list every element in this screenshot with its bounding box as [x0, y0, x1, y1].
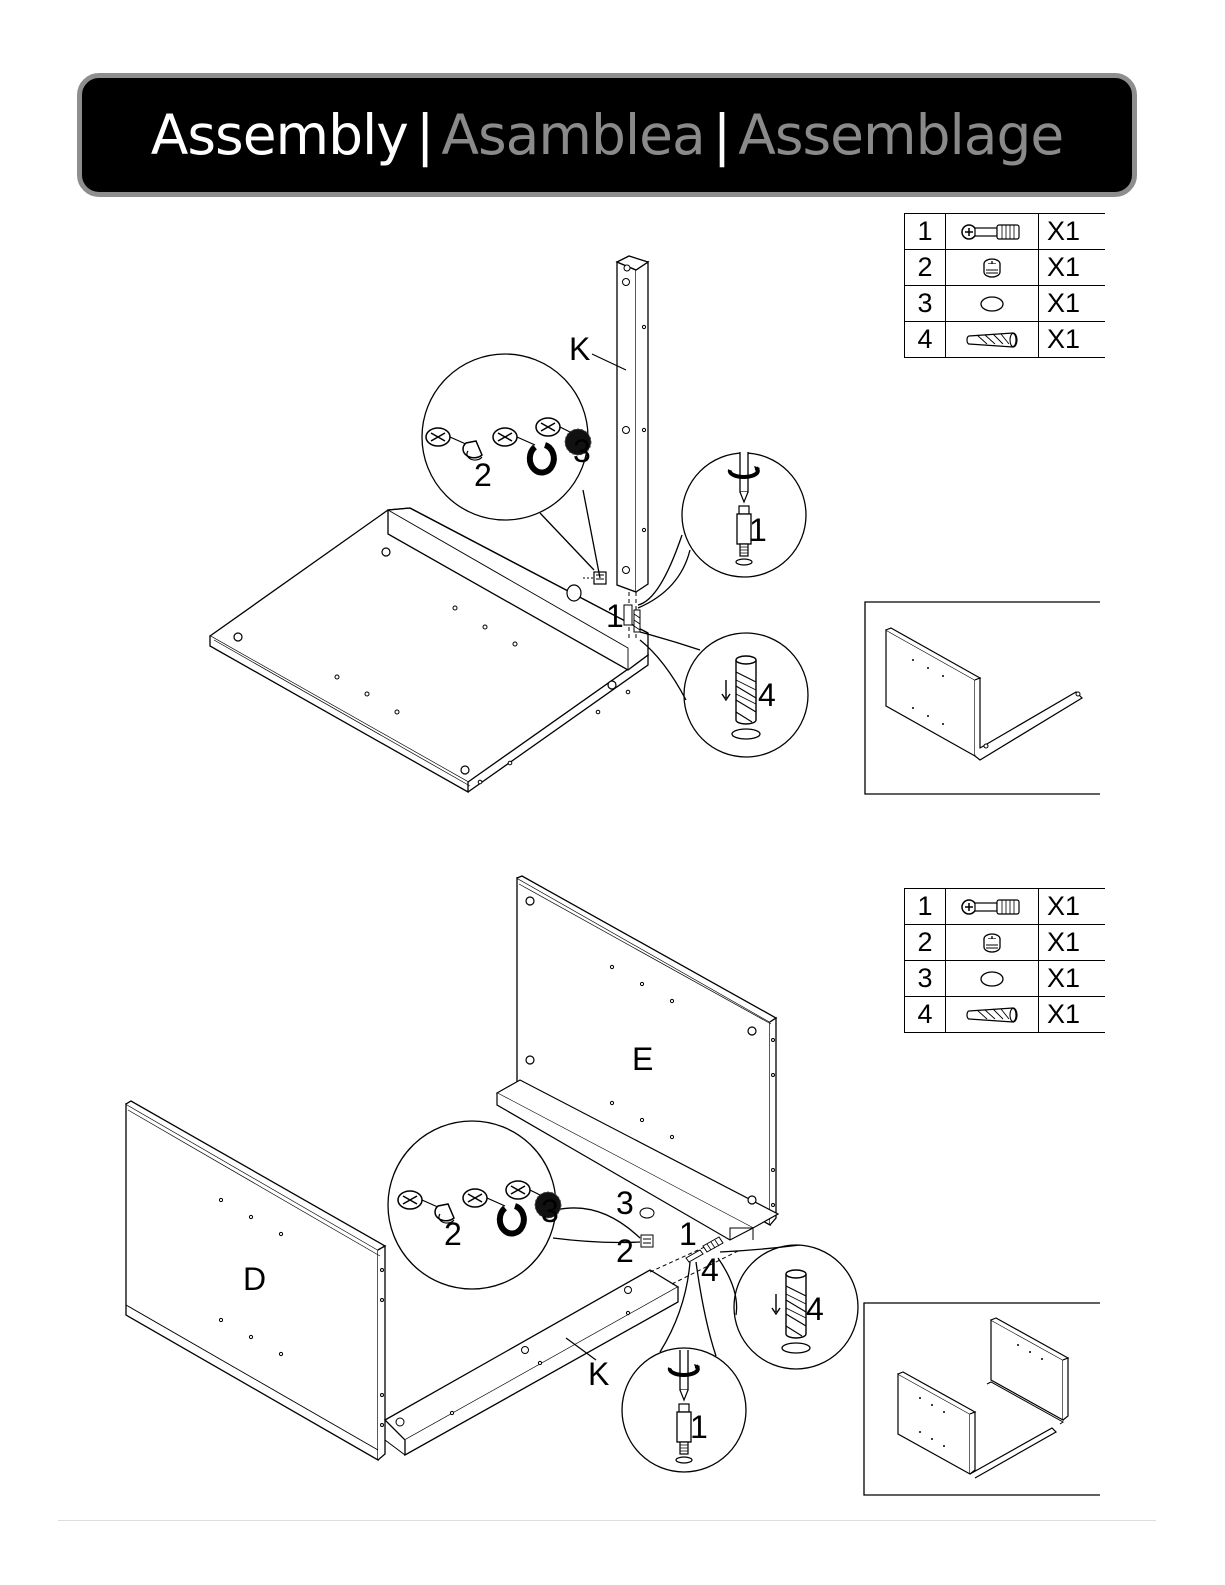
zoom-dowel: 4: [718, 1245, 858, 1369]
label-part-3: 3: [616, 1185, 634, 1221]
label-zoom-cam-3: 3: [573, 433, 591, 469]
bottom-panel: [210, 508, 648, 792]
panel-d: D: [126, 1101, 385, 1460]
label-zoom-dowel-4: 4: [758, 677, 776, 713]
label-part-1: 1: [679, 1216, 697, 1252]
label-zoom-cam-2: 2: [444, 1216, 462, 1252]
zoom-bolt: 1: [638, 452, 806, 608]
label-panel-d: D: [243, 1261, 266, 1297]
label-panel-k: K: [569, 331, 590, 367]
label-zoom-cam-3: 3: [541, 1193, 559, 1229]
label-part-4: 4: [701, 1252, 719, 1288]
zoom-dowel: 4: [640, 632, 808, 757]
step-1-diagram: K 1 2 3 1 4: [210, 256, 1100, 794]
inset-preview-step-1: [865, 602, 1100, 794]
label-zoom-bolt-1: 1: [690, 1409, 708, 1445]
label-part-1: 1: [606, 598, 624, 634]
label-panel-k: K: [588, 1356, 609, 1392]
label-zoom-bolt-1: 1: [749, 512, 767, 548]
inset-preview-step-2: [864, 1303, 1100, 1495]
label-panel-e: E: [632, 1041, 653, 1077]
label-part-2: 2: [616, 1233, 634, 1269]
footer-divider: [58, 1520, 1156, 1521]
step-2-diagram: E D: [126, 876, 1100, 1495]
label-zoom-dowel-4: 4: [806, 1291, 824, 1327]
panel-k-post: [617, 256, 648, 640]
label-zoom-cam-2: 2: [474, 457, 492, 493]
